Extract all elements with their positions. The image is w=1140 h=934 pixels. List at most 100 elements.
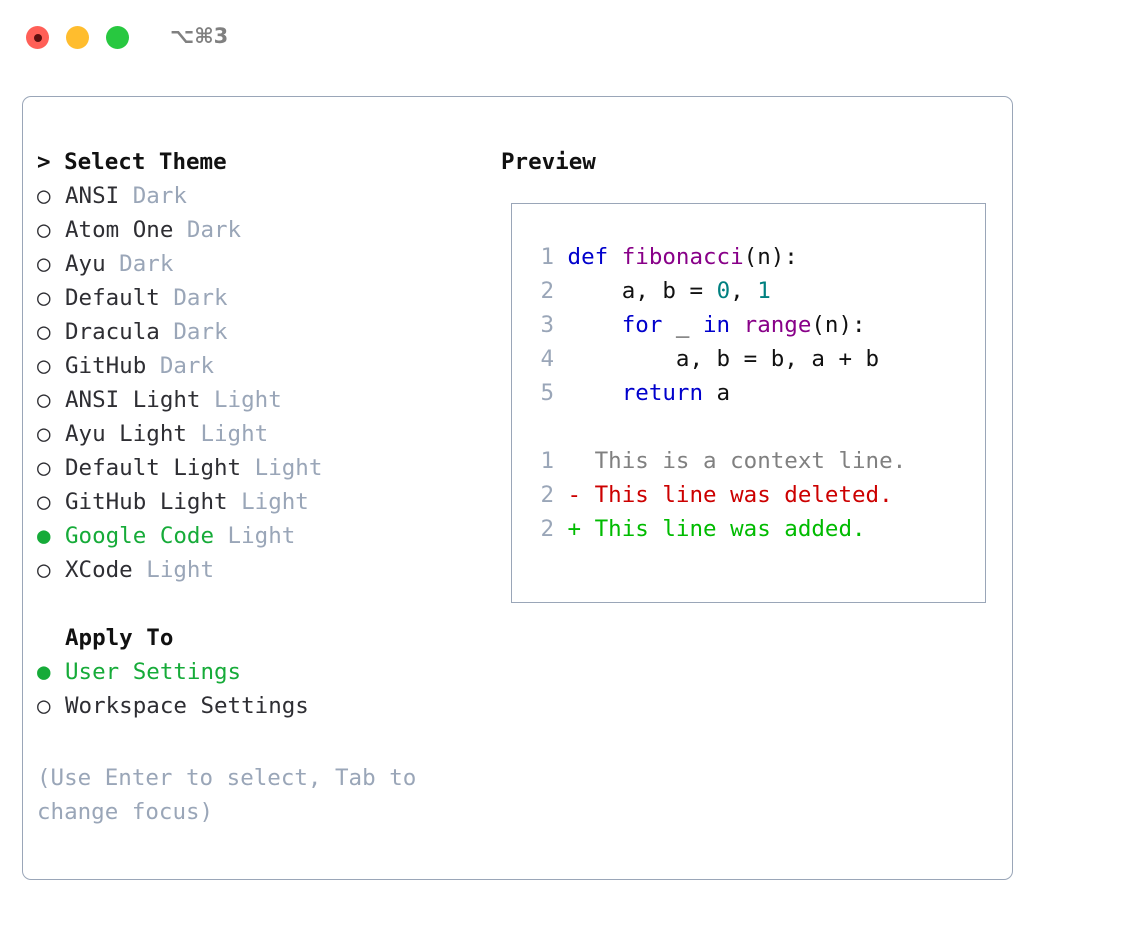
radio-unselected-icon: ○ <box>37 421 51 447</box>
diff-line-add: 2 + This line was added. <box>526 512 906 546</box>
radio-unselected-icon: ○ <box>37 557 51 583</box>
code-token: _ <box>662 312 704 338</box>
theme-option-variant: Dark <box>146 353 215 379</box>
line-number: 2 <box>540 482 554 508</box>
line-number: 2 <box>540 278 554 304</box>
code-gutter-space <box>554 278 568 304</box>
apply-to-option-workspace-settings[interactable]: ○Workspace Settings <box>37 689 467 723</box>
code-diff-separator <box>526 410 906 444</box>
spacer <box>37 587 467 621</box>
radio-unselected-icon: ○ <box>37 455 51 481</box>
apply-to-option-label: User Settings <box>65 659 242 685</box>
code-token: def <box>567 244 622 270</box>
code-token: (n): <box>743 244 798 270</box>
apply-to-option-label: Workspace Settings <box>65 693 309 719</box>
theme-option-label: Dracula <box>65 319 160 345</box>
theme-option-list[interactable]: ○ANSI Dark○Atom One Dark○Ayu Dark○Defaul… <box>37 179 467 587</box>
diff-line-text: - This line was deleted. <box>554 482 893 508</box>
theme-option-variant: Dark <box>159 319 228 345</box>
code-token: return <box>621 380 704 406</box>
code-token: (n): <box>811 312 866 338</box>
main-panel: > Select Theme ○ANSI Dark○Atom One Dark○… <box>22 96 1013 880</box>
theme-option-label: GitHub <box>65 353 147 379</box>
theme-option-variant: Dark <box>105 251 174 277</box>
theme-option-ayu-light[interactable]: ○ Ayu Light Light <box>37 417 467 451</box>
theme-option-variant: Light <box>214 523 296 549</box>
code-line: 3 for _ in range(n): <box>526 308 906 342</box>
theme-option-dracula[interactable]: ○ Dracula Dark <box>37 315 467 349</box>
theme-option-variant: Light <box>200 387 282 413</box>
code-gutter-space <box>554 380 568 406</box>
theme-picker-column: > Select Theme ○ANSI Dark○Atom One Dark○… <box>37 145 467 723</box>
code-gutter-space <box>554 244 568 270</box>
code-line: 5 return a <box>526 376 906 410</box>
radio-unselected-icon: ○ <box>37 353 51 379</box>
radio-selected-icon: ● <box>37 659 51 685</box>
line-number: 1 <box>540 448 554 474</box>
radio-unselected-icon: ○ <box>37 285 51 311</box>
theme-option-github-light[interactable]: ○GitHub Light Light <box>37 485 467 519</box>
code-token: a <box>703 380 731 406</box>
theme-option-label: Default Light <box>65 455 242 481</box>
theme-option-xcode[interactable]: ○ XCode Light <box>37 553 467 587</box>
code-line: 4 a, b = b, a + b <box>526 342 906 376</box>
diff-line-text: + This line was added. <box>554 516 866 542</box>
diff-line-del: 2 - This line was deleted. <box>526 478 906 512</box>
theme-option-default[interactable]: ○ Default Dark <box>37 281 467 315</box>
theme-option-variant: Light <box>132 557 215 583</box>
code-token: for <box>621 312 663 338</box>
keyboard-shortcut-label: ⌥⌘3 <box>170 24 229 48</box>
radio-unselected-icon: ○ <box>37 319 51 345</box>
theme-option-label: ANSI Light <box>65 387 201 413</box>
code-token <box>568 312 622 338</box>
apply-to-option-list[interactable]: ● User Settings ○Workspace Settings <box>37 655 467 723</box>
theme-option-ayu[interactable]: ○Ayu Dark <box>37 247 467 281</box>
code-token: a, b = b, a + b <box>567 346 880 372</box>
preview-column: Preview <box>501 145 1001 179</box>
apply-to-heading: Apply To <box>65 625 174 651</box>
code-line: 2 a, b = 0, 1 <box>526 274 906 308</box>
select-theme-heading: > Select Theme <box>37 149 227 175</box>
theme-option-label: GitHub Light <box>65 489 228 515</box>
code-token: 0 <box>716 278 731 304</box>
theme-option-label: Ayu Light <box>65 421 187 447</box>
diff-line-ctx: 1 This is a context line. <box>526 444 906 478</box>
diff-line-text: This is a context line. <box>554 448 907 474</box>
line-number: 1 <box>540 244 554 270</box>
code-token: , <box>730 278 758 304</box>
theme-option-variant: Dark <box>173 217 242 243</box>
radio-unselected-icon: ○ <box>37 217 51 243</box>
theme-option-variant: Light <box>186 421 269 447</box>
code-token: range <box>743 312 812 338</box>
theme-option-variant: Dark <box>119 183 187 209</box>
theme-option-label: Google Code <box>65 523 215 549</box>
apply-to-option-user-settings[interactable]: ● User Settings <box>37 655 467 689</box>
theme-option-label: Ayu <box>65 251 106 277</box>
minimize-button[interactable] <box>66 26 89 49</box>
code-token: 1 <box>757 278 771 304</box>
theme-option-label: Atom One <box>65 217 174 243</box>
theme-option-google-code[interactable]: ●Google Code Light <box>37 519 467 553</box>
code-gutter-space <box>554 312 568 338</box>
maximize-button[interactable] <box>106 26 129 49</box>
title-bar: ⌥⌘3 <box>0 0 1140 76</box>
code-gutter-space <box>554 346 568 372</box>
theme-option-ansi-light[interactable]: ○ ANSI Light Light <box>37 383 467 417</box>
code-token: fibonacci <box>621 244 744 270</box>
preview-heading: Preview <box>501 149 596 175</box>
theme-option-ansi[interactable]: ○ANSI Dark <box>37 179 467 213</box>
theme-option-atom-one[interactable]: ○ Atom One Dark <box>37 213 467 247</box>
theme-option-github[interactable]: ○ GitHub Dark <box>37 349 467 383</box>
radio-unselected-icon: ○ <box>37 387 51 413</box>
line-number: 2 <box>540 516 554 542</box>
theme-option-label: XCode <box>65 557 133 583</box>
code-token: in <box>703 312 731 338</box>
close-button[interactable] <box>26 26 49 49</box>
line-number: 5 <box>540 380 554 406</box>
theme-option-label: Default <box>65 285 160 311</box>
theme-option-default-light[interactable]: ○Default Light Light <box>37 451 467 485</box>
theme-option-variant: Dark <box>159 285 228 311</box>
radio-unselected-icon: ○ <box>37 489 51 515</box>
